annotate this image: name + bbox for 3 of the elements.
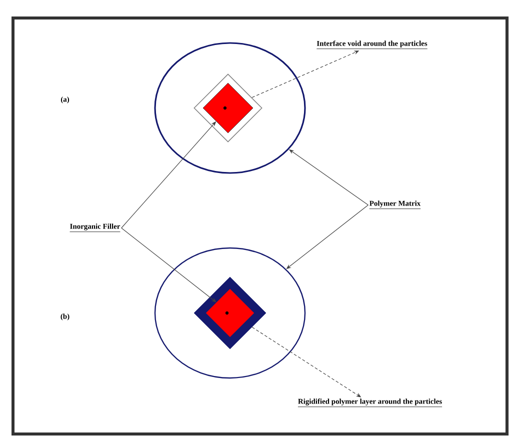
leader-arrow (121, 228, 216, 302)
filler-diamond (206, 288, 254, 338)
filler-diamond (202, 82, 254, 134)
